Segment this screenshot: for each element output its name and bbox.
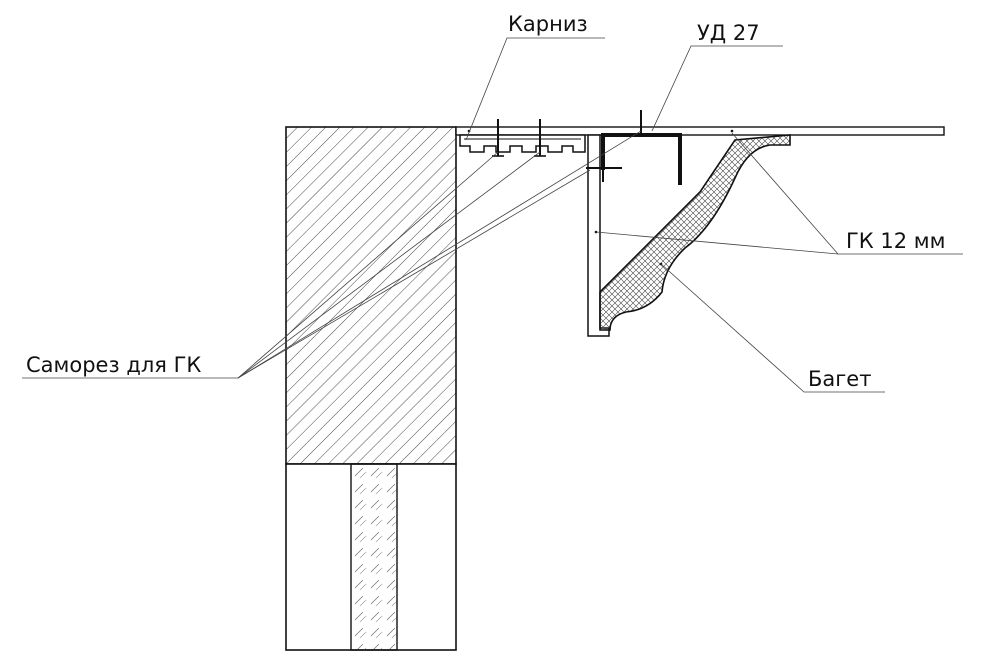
label-cornice: Карниз: [508, 12, 588, 36]
rail-screws: [492, 119, 546, 157]
side-screw: [586, 156, 622, 182]
leader-lines: [22, 37, 963, 393]
baguette-molding: [599, 134, 791, 331]
label-baguette: Багет: [808, 367, 871, 391]
curtain-rail: [459, 134, 586, 153]
window-frame: [285, 463, 457, 651]
label-drywall: ГК 12 мм: [846, 229, 945, 253]
label-screw: Саморез для ГК: [26, 353, 201, 377]
label-ud27: УД 27: [697, 21, 760, 45]
ud27-profile: [601, 110, 682, 185]
ceiling-drywall-sheet: [455, 126, 945, 136]
wall-block: [285, 126, 457, 465]
